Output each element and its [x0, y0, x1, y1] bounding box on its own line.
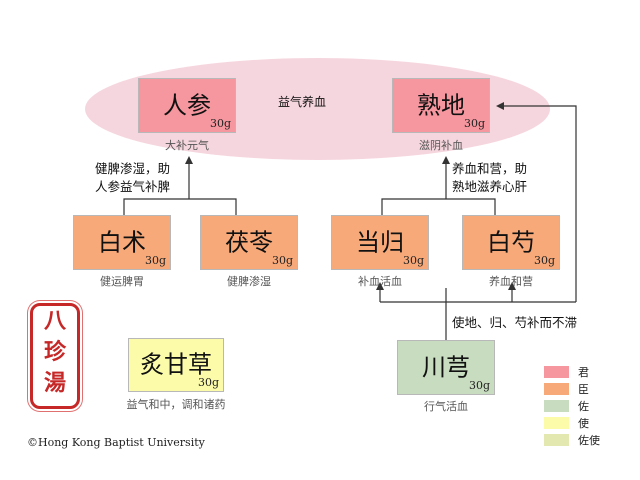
herb-name: 熟地 — [417, 91, 465, 120]
legend-swatch — [544, 383, 569, 395]
herb-function-gancao: 益气和中，调和诸药 — [126, 398, 226, 411]
legend-label: 使 — [578, 417, 589, 430]
copyright-text: ©Hong Kong Baptist University — [27, 436, 205, 449]
herb-chuanxiong[interactable]: 川芎 30g — [397, 340, 495, 395]
herb-name: 川芎 — [422, 353, 470, 382]
herb-dose: 30g — [468, 379, 490, 392]
legend-label: 臣 — [578, 383, 589, 396]
herb-dose: 30g — [197, 376, 219, 389]
herb-name: 当归 — [356, 228, 404, 257]
seal-char: 八 — [43, 309, 66, 334]
herb-dose: 30g — [271, 254, 293, 267]
seal-char: 珍 — [43, 340, 66, 365]
seal-char: 湯 — [43, 371, 66, 396]
line-chuanxiong-to-shudi — [496, 102, 577, 302]
legend-swatch — [544, 400, 569, 412]
center-label: 益气养血 — [278, 95, 327, 109]
herb-name: 白术 — [98, 228, 146, 257]
herb-function-fuling: 健脾渗湿 — [227, 275, 271, 288]
note-chuanxiong: 使地、归、芍补而不滞 — [452, 315, 578, 330]
herb-function-baizhu: 健运脾胃 — [100, 275, 144, 288]
herb-function-shudi: 滋阴补血 — [419, 139, 463, 152]
herb-name: 白芍 — [487, 228, 535, 257]
legend-swatch — [544, 417, 569, 429]
herb-gancao[interactable]: 炙甘草 30g — [128, 338, 224, 392]
herb-name: 人参 — [163, 91, 211, 120]
herb-baishao[interactable]: 白芍 30g — [462, 215, 560, 270]
line-danggui-baishao-to-shudi — [381, 160, 496, 215]
herb-function-renshen: 大补元气 — [165, 139, 209, 152]
note-right: 养血和营，助 熟地滋养心肝 — [452, 161, 528, 194]
herb-dose: 30g — [533, 254, 555, 267]
line-baizhu-fuling-to-renshen — [123, 160, 237, 215]
herb-function-danggui: 补血活血 — [358, 275, 402, 288]
herb-fuling[interactable]: 茯苓 30g — [200, 215, 298, 270]
title-seal: 八 珍 湯 — [30, 303, 80, 409]
legend-swatch — [544, 434, 569, 446]
legend-swatch — [544, 366, 569, 378]
herb-renshen[interactable]: 人参 30g — [138, 78, 236, 133]
herb-baizhu[interactable]: 白术 30g — [73, 215, 171, 270]
herb-shudi[interactable]: 熟地 30g — [392, 78, 490, 133]
herb-name: 茯苓 — [225, 228, 273, 257]
herb-dose: 30g — [463, 117, 485, 130]
herb-function-baishao: 养血和营 — [489, 275, 533, 288]
herb-dose: 30g — [144, 254, 166, 267]
herb-danggui[interactable]: 当归 30g — [331, 215, 429, 270]
note-left: 健脾渗湿，助 人参益气补脾 — [95, 161, 171, 194]
legend-label: 佐使 — [578, 434, 600, 447]
herb-name: 炙甘草 — [140, 350, 212, 379]
herb-dose: 30g — [209, 117, 231, 130]
herb-function-chuanxiong: 行气活血 — [424, 400, 468, 413]
herb-dose: 30g — [402, 254, 424, 267]
legend-label: 君 — [578, 366, 589, 379]
legend-label: 佐 — [578, 400, 589, 413]
